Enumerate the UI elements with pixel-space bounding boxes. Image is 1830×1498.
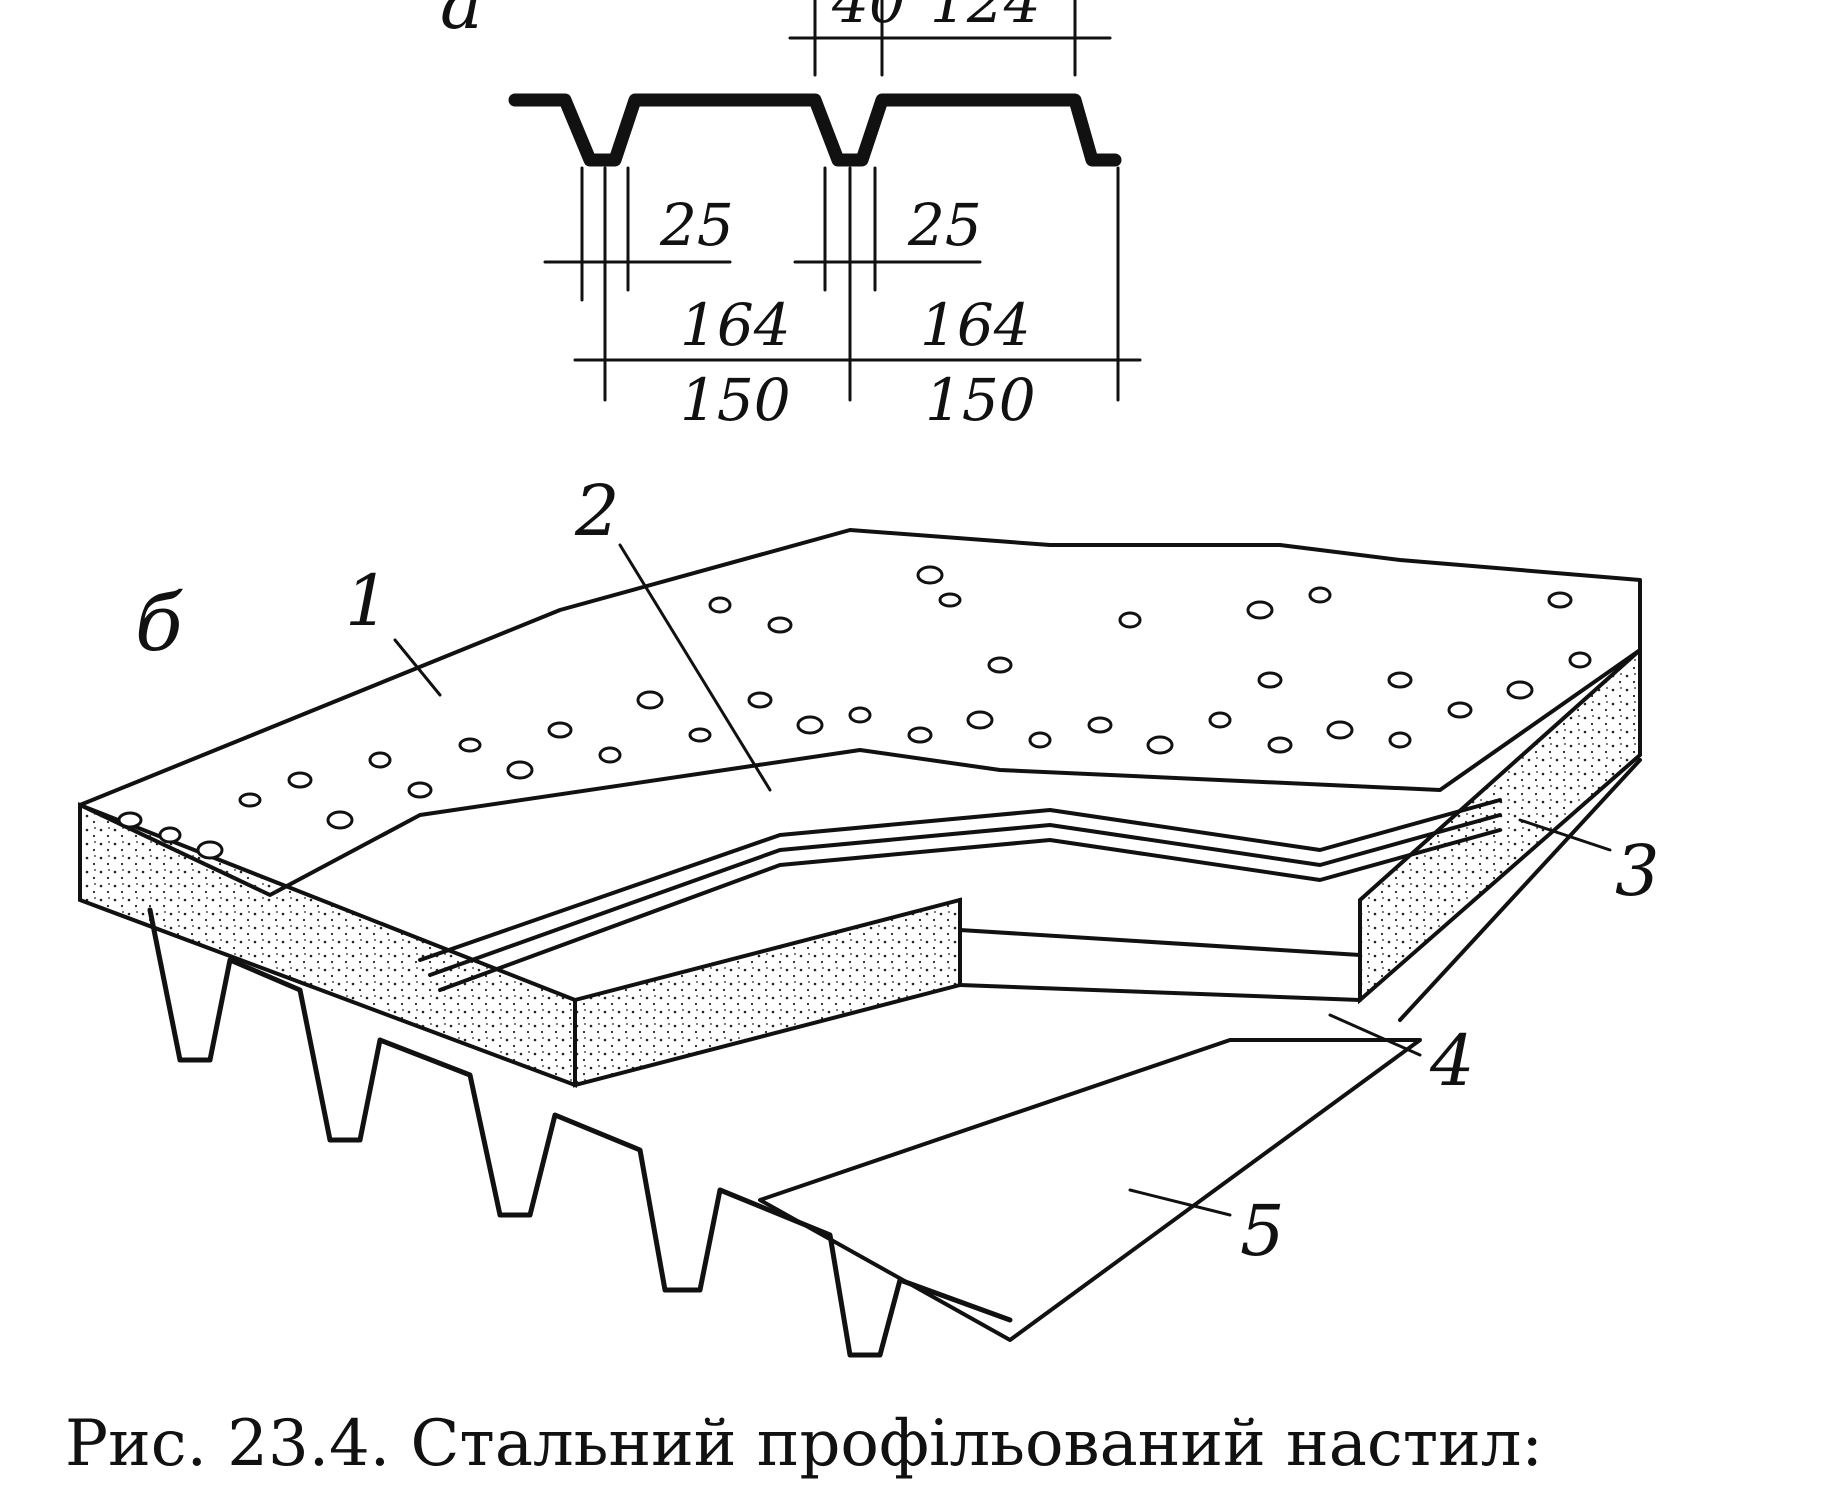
sheet-edge (1398, 758, 1642, 1022)
dim-164-right: 164 (920, 291, 1031, 359)
gravel-top-layer (78, 528, 1642, 897)
dim-40: 40 (831, 0, 906, 36)
callout-1: 1 (345, 560, 390, 642)
dim-25-right: 25 (907, 191, 982, 259)
callout-4: 4 (1429, 1020, 1475, 1102)
dim-124: 124 (930, 0, 1041, 36)
part-a-profile-section: a 40 124 25 25 164 164 150 150 (440, 0, 1142, 434)
dim-150-left: 150 (680, 366, 791, 434)
steel-deck (147, 907, 1013, 1358)
lower-sheet (758, 1038, 1422, 1342)
callout-3: 3 (1615, 830, 1660, 912)
slab-side-left (78, 802, 577, 1088)
callout-5: 5 (1240, 1190, 1285, 1272)
dim-164-left: 164 (680, 291, 791, 359)
slab-side-right (1358, 645, 1642, 1005)
slab-front-edge (573, 897, 962, 1088)
dim-25-left: 25 (659, 191, 734, 259)
callout-2: 2 (574, 470, 620, 552)
figure-caption: Рис. 23.4. Стальний профільований настил… (65, 1407, 1543, 1481)
callout-leaders (393, 543, 1612, 1217)
insulation-step (958, 898, 1362, 1002)
part-a-label: a (440, 0, 483, 45)
part-b-roof-buildup: б (78, 470, 1660, 1358)
membrane-layers (418, 798, 1502, 992)
gravel-particles (117, 565, 1592, 860)
part-b-label: б (135, 579, 183, 669)
dim-150-right: 150 (925, 366, 1036, 434)
steel-profile-outline (508, 93, 1122, 167)
